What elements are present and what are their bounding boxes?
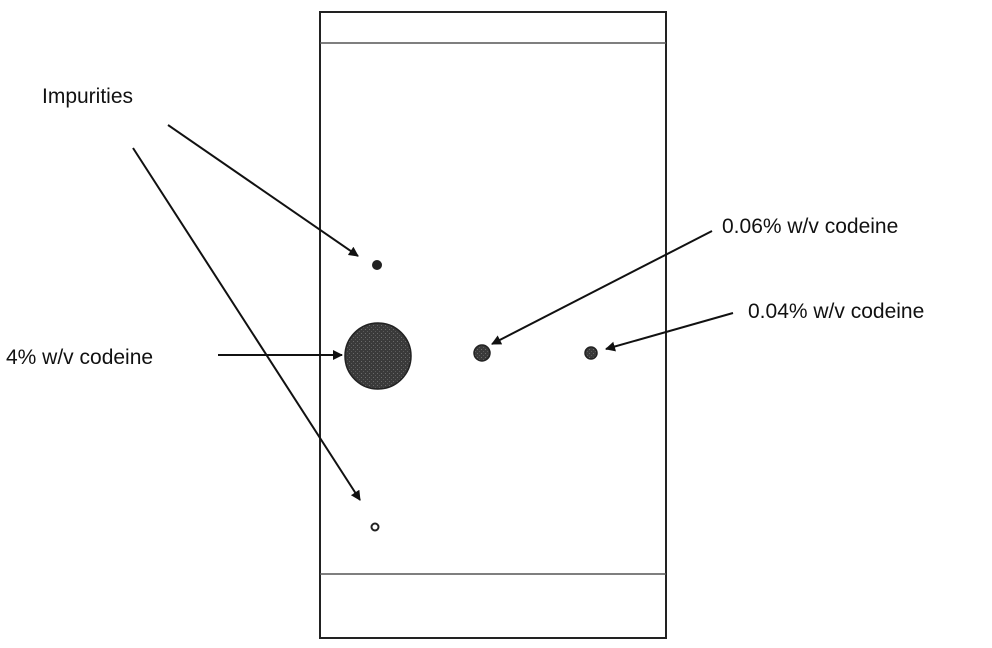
impurity-spot-lower [370, 522, 380, 532]
codeine-004-spot [584, 346, 598, 360]
spot-004-arrow [605, 312, 734, 352]
impurity-arrow-upper [167, 124, 359, 257]
main-spot-label: 4% w/v codeine [6, 346, 153, 369]
spot-006-label: 0.06% w/v codeine [722, 215, 898, 238]
spot-006-arrow [491, 230, 713, 345]
codeine-006-spot [473, 344, 491, 362]
spot-004-label: 0.04% w/v codeine [748, 300, 924, 323]
impurities-label: Impurities [42, 85, 133, 108]
impurity-spot-upper [372, 260, 382, 270]
impurity-arrow-lower [132, 147, 361, 501]
main-codeine-spot [344, 322, 412, 390]
